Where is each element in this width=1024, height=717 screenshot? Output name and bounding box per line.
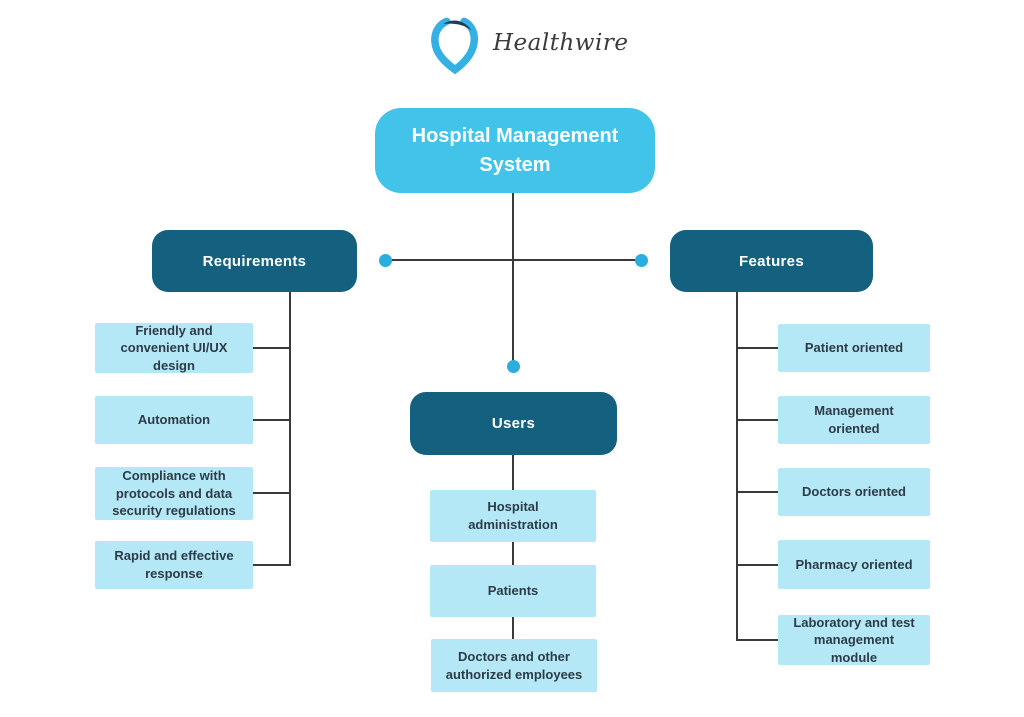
leaf-label: Doctors oriented xyxy=(801,484,906,500)
connector-dot-right xyxy=(635,254,648,267)
connector-requirements-item-3 xyxy=(253,492,291,494)
node-requirements: Requirements xyxy=(152,230,357,292)
connector-features-item-1 xyxy=(737,347,778,349)
leaf-label: Laboratory and test management module xyxy=(793,614,915,665)
connector-root-vertical xyxy=(512,193,514,363)
leaf-label: Rapid and effective response xyxy=(114,548,234,581)
connector-features-item-2 xyxy=(737,419,778,421)
leaf-laboratory-test-management: Laboratory and test management module xyxy=(778,615,930,665)
leaf-pharmacy-oriented: Pharmacy oriented xyxy=(778,540,930,589)
connector-users-item-1 xyxy=(512,455,514,490)
leaf-compliance-security-regulations: Compliance with protocols and data secur… xyxy=(95,467,253,520)
leaf-label: Patients xyxy=(487,583,539,599)
node-hospital-management-system: Hospital Management System xyxy=(375,108,655,193)
connector-users-item-2 xyxy=(512,542,514,565)
leaf-friendly-ui-ux-design: Friendly and convenient UI/UX design xyxy=(95,323,253,373)
connector-requirements-item-1 xyxy=(253,347,291,349)
leaf-label: Automation xyxy=(137,412,211,428)
leaf-label: Friendly and convenient UI/UX design xyxy=(120,322,228,373)
connector-requirements-item-4 xyxy=(253,564,291,566)
connector-features-item-3 xyxy=(737,491,778,493)
branch-label-features: Features xyxy=(739,252,804,270)
leaf-automation: Automation xyxy=(95,396,253,444)
connector-main-horizontal xyxy=(385,259,642,261)
leaf-label: Patient oriented xyxy=(804,340,904,356)
connector-dot-bottom xyxy=(507,360,520,373)
leaf-label: Doctors and other authorized employees xyxy=(445,648,583,682)
healthwire-drop-icon xyxy=(431,17,478,74)
leaf-doctors-authorized-employees: Doctors and other authorized employees xyxy=(431,639,597,692)
connector-requirements-item-2 xyxy=(253,419,291,421)
root-node-label: Hospital Management System xyxy=(411,124,619,176)
branch-label-users: Users xyxy=(491,415,536,432)
connector-users-item-3 xyxy=(512,617,514,639)
node-features: Features xyxy=(670,230,873,292)
connector-features-vertical xyxy=(736,292,738,641)
leaf-patient-oriented: Patient oriented xyxy=(778,324,930,372)
connector-features-item-5 xyxy=(737,639,778,641)
healthwire-logo: Healthwire xyxy=(430,12,628,74)
node-users: Users xyxy=(410,392,617,455)
leaf-patients: Patients xyxy=(430,565,596,617)
branch-label-requirements: Requirements xyxy=(202,252,307,270)
connector-dot-left xyxy=(379,254,392,267)
leaf-management-oriented: Management oriented xyxy=(778,396,930,444)
leaf-hospital-administration: Hospital administration xyxy=(430,490,596,542)
leaf-label: Management oriented xyxy=(814,403,894,436)
leaf-doctors-oriented: Doctors oriented xyxy=(778,468,930,516)
brand-name: Healthwire xyxy=(493,30,629,56)
leaf-label: Hospital administration xyxy=(468,499,558,532)
connector-requirements-vertical xyxy=(289,292,291,566)
connector-features-item-4 xyxy=(737,564,778,566)
leaf-rapid-effective-response: Rapid and effective response xyxy=(95,541,253,589)
leaf-label: Pharmacy oriented xyxy=(795,556,913,572)
leaf-label: Compliance with protocols and data secur… xyxy=(112,468,236,519)
